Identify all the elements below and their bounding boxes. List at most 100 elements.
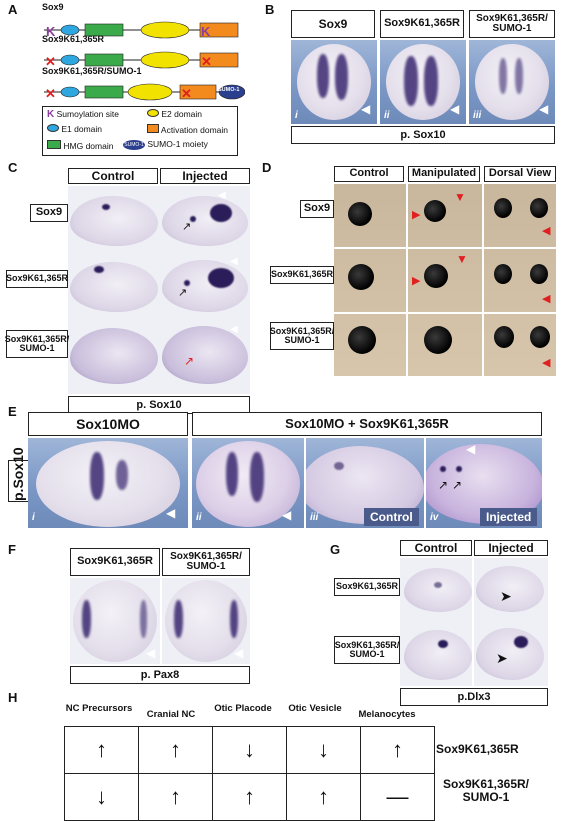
c-photo-grid: ↗ ◀ ↗ ◀ ↗ ◀ xyxy=(68,186,250,394)
f-header-mutant-sumo: Sox9K61,365R/ SUMO-1 xyxy=(162,548,250,576)
red-arrowhead-icon: ◀ xyxy=(542,225,551,237)
sumo-site-icon: K xyxy=(46,24,56,39)
e-photo-1: ◀ i xyxy=(28,438,188,528)
arrowhead-icon: ◀ xyxy=(282,508,292,522)
e-numeral-2: ii xyxy=(196,512,202,523)
hmg-domain xyxy=(84,23,124,37)
h-col-nc-precursors: NC Precursors xyxy=(65,703,133,714)
construct-label-2: Sox9K61,365R xyxy=(42,34,105,44)
e2-domain xyxy=(140,21,190,39)
b-photo-3: ◀ iii xyxy=(469,40,555,124)
b-caption: p. Sox10 xyxy=(291,126,555,144)
b-photo-1: ◀ i xyxy=(291,40,377,124)
red-arrowhead-icon: ▶ xyxy=(412,209,421,221)
f-header-mutant: Sox9K61,365R xyxy=(70,548,160,576)
sumo-legend-icon: SUMO-1 xyxy=(123,139,145,150)
c-row-sox9: Sox9 xyxy=(30,204,68,222)
activation-legend-icon xyxy=(147,124,159,133)
arrowhead-icon: ◀ xyxy=(146,646,156,660)
mutated-site-icon: ✕ xyxy=(45,54,56,69)
b-photo-2: ◀ ii xyxy=(380,40,466,124)
h-row-label-mutant: Sox9K61,365R xyxy=(436,742,519,756)
arrowhead-icon: ◀ xyxy=(450,102,460,116)
h-col-melanocytes: Melanocytes xyxy=(358,709,416,720)
e-photo-2: ◀ ii xyxy=(192,438,304,528)
h-cell: ↓ xyxy=(212,726,287,774)
h-cell: ↑ xyxy=(360,726,435,774)
e-header-sox10mo: Sox10MO xyxy=(28,412,188,436)
panel-label-a: A xyxy=(8,2,18,17)
h-col-cranial-nc: Cranial NC xyxy=(146,709,196,720)
h-cell: ↑ xyxy=(212,773,287,821)
panel-label-h: H xyxy=(8,690,18,705)
d-header-dorsal: Dorsal View xyxy=(484,166,556,182)
activation-domain xyxy=(199,22,239,38)
h-col-otic-placode: Otic Placode xyxy=(214,703,272,714)
legend-e1: E1 domain xyxy=(61,124,103,134)
h-row-label-mutant-sumo: Sox9K61,365R/ SUMO-1 xyxy=(442,777,530,805)
table-row: ↓ ↑ ↑ ↑ — xyxy=(64,773,435,821)
arrow-icon: ↗ xyxy=(178,287,188,299)
table-row xyxy=(65,708,435,727)
b-numeral-3: iii xyxy=(473,110,482,121)
e-header-sox10mo-mutant: Sox10MO + Sox9K61,365R xyxy=(192,412,542,436)
red-arrowhead-icon: ◀ xyxy=(542,293,551,305)
summary-table: ↑ ↑ ↓ ↓ ↑ ↓ ↑ ↑ ↑ — xyxy=(64,708,435,821)
legend-sumo-moiety: SUMO-1 moiety xyxy=(147,139,208,149)
legend-sumo-site: Sumoylation site xyxy=(56,109,119,119)
arrow-icon: ↗ xyxy=(452,478,463,492)
svg-text:✕: ✕ xyxy=(45,86,56,101)
arrowhead-icon: ◀ xyxy=(234,646,244,660)
f-photo-1: ◀ xyxy=(70,578,160,664)
d-header-manipulated: Manipulated xyxy=(408,166,480,182)
legend-hmg: HMG domain xyxy=(63,141,114,151)
panel-label-c: C xyxy=(8,160,18,175)
red-arrowhead-icon: ▼ xyxy=(454,190,466,204)
legend-activation: Activation domain xyxy=(160,125,228,135)
e-tag-injected: Injected xyxy=(480,508,538,526)
h-cell: ↑ xyxy=(64,726,139,774)
arrow-icon: ↗ xyxy=(438,478,449,492)
svg-text:K: K xyxy=(201,24,211,39)
arrowhead-icon: ◀ xyxy=(230,256,238,267)
h-cell: — xyxy=(360,773,435,821)
f-photo-2: ◀ xyxy=(162,578,250,664)
panel-label-d: D xyxy=(262,160,272,175)
c-row-mutant-sumo: Sox9K61,365R/ SUMO-1 xyxy=(5,330,69,358)
arrowhead-icon: ◀ xyxy=(466,442,476,456)
panel-label-f: F xyxy=(8,542,16,557)
d-row-mutant: Sox9K61,365R xyxy=(270,266,334,284)
g-row-mutant: Sox9K61,365R xyxy=(334,578,400,596)
sumo-tag-text: SUMO-1 xyxy=(218,87,240,93)
arrowhead-icon: ◀ xyxy=(166,506,176,520)
h-cell: ↓ xyxy=(286,726,361,774)
e1-legend-icon xyxy=(47,124,59,132)
sumo-site-legend-icon: K xyxy=(47,109,55,120)
h-cell: ↑ xyxy=(138,773,213,821)
red-arrowhead-icon: ◀ xyxy=(542,357,551,369)
e-photo-4: ↗ ↗ ◀ iv Injected xyxy=(426,438,542,528)
black-arrowhead-icon: ➤ xyxy=(500,588,512,604)
construct-diagram: K K ✕ ✕ ✕ ✕ xyxy=(44,21,245,101)
b-header-mutant-sumo: Sox9K61,365R/ SUMO-1 xyxy=(469,10,555,38)
b-header-mutant: Sox9K61,365R xyxy=(380,10,464,38)
red-arrow-icon: ↗ xyxy=(184,354,195,368)
d-photo-grid: ▼ ▶ ◀ ▼ ▶ ◀ ◀ xyxy=(334,184,556,376)
panel-label-e: E xyxy=(8,404,17,419)
d-row-mutant-sumo: Sox9K61,365R/ SUMO-1 xyxy=(270,322,334,350)
g-photo-grid: ➤ ➤ xyxy=(400,558,548,686)
arrowhead-icon: ◀ xyxy=(361,102,371,116)
red-arrowhead-icon: ▶ xyxy=(412,275,421,287)
e-side-label: p.Sox10 xyxy=(8,447,30,502)
b-header-sox9: Sox9 xyxy=(291,10,375,38)
c-header-control: Control xyxy=(68,168,158,184)
b-numeral-1: i xyxy=(295,110,298,121)
e-photo-3: iii Control xyxy=(306,438,424,528)
svg-text:✕: ✕ xyxy=(181,86,192,101)
legend-e2: E2 domain xyxy=(161,109,203,119)
red-arrowhead-icon: ▼ xyxy=(456,252,468,266)
panel-label-b: B xyxy=(265,2,275,17)
arrowhead-icon: ◀ xyxy=(230,324,238,335)
h-col-otic-vesicle: Otic Vesicle xyxy=(288,703,342,714)
h-cell: ↑ xyxy=(286,773,361,821)
